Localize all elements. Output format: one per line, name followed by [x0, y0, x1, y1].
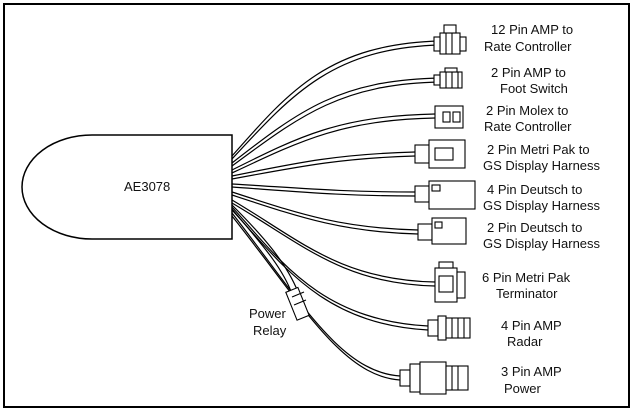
wire-1	[231, 40, 441, 157]
wire-1b	[231, 44, 441, 160]
wire-5	[231, 183, 416, 193]
connector-3pin-amp	[399, 361, 469, 395]
connector-4pin-amp	[427, 315, 471, 341]
wire-relay-b	[231, 208, 293, 295]
label-2pin-deutsch-1: 2 Pin Deutsch to	[487, 220, 582, 235]
label-2pin-molex-1: 2 Pin Molex to	[486, 103, 568, 118]
wire-5b	[231, 186, 416, 197]
wire-4b	[231, 155, 416, 180]
label-6pin-metri-pak-2: Terminator	[496, 286, 558, 301]
label-2pin-deutsch-2: GS Display Harness	[483, 236, 601, 251]
wire-2b	[231, 81, 441, 167]
connector-12pin-amp	[433, 24, 467, 55]
module-body	[21, 134, 233, 240]
label-2pin-metri-pak-1: 2 Pin Metri Pak to	[487, 142, 590, 157]
label-2pin-metri-pak-2: GS Display Harness	[483, 158, 601, 173]
wire-relay	[231, 204, 299, 293]
connector-2pin-deutsch	[417, 217, 467, 245]
label-4pin-amp-2: Radar	[507, 334, 543, 349]
label-3pin-amp-1: 3 Pin AMP	[501, 364, 562, 379]
wire-6	[231, 191, 419, 231]
wire-3b	[231, 117, 436, 174]
wire-8	[231, 206, 429, 327]
label-4pin-deutsch-1: 4 Pin Deutsch to	[487, 182, 582, 197]
wire-2	[231, 77, 441, 164]
label-2pin-amp-1: 2 Pin AMP to	[491, 65, 566, 80]
wire-9b	[231, 215, 401, 381]
connector-4pin-deutsch	[414, 180, 476, 210]
connector-2pin-amp	[433, 67, 463, 89]
wire-9	[231, 212, 401, 377]
label-3pin-amp-2: Power	[504, 381, 542, 396]
part-number: AE3078	[124, 179, 170, 194]
label-2pin-molex-2: Rate Controller	[484, 119, 572, 134]
wire-7	[231, 199, 436, 283]
diagram-border	[3, 3, 630, 408]
label-6pin-metri-pak-1: 6 Pin Metri Pak	[482, 270, 571, 285]
label-12pin-amp-1: 12 Pin AMP to	[491, 22, 573, 37]
label-4pin-deutsch-2: GS Display Harness	[483, 198, 601, 213]
wire-7b	[231, 202, 436, 287]
wire-4	[231, 151, 416, 177]
label-12pin-amp-2: Rate Controller	[484, 39, 572, 54]
relay-label-line1: Power	[249, 306, 287, 321]
connector-2pin-molex	[434, 105, 464, 129]
wire-6b	[231, 194, 419, 235]
power-relay	[285, 286, 310, 321]
wires	[231, 40, 441, 381]
relay-label-line2: Relay	[253, 323, 287, 338]
wire-3	[231, 113, 436, 171]
connector-2pin-metri-pak	[414, 139, 466, 169]
label-4pin-amp-1: 4 Pin AMP	[501, 318, 562, 333]
connector-labels: 12 Pin AMP to Rate Controller 2 Pin AMP …	[482, 22, 601, 396]
connector-6pin-metri-pak	[434, 261, 466, 303]
label-2pin-amp-2: Foot Switch	[500, 81, 568, 96]
